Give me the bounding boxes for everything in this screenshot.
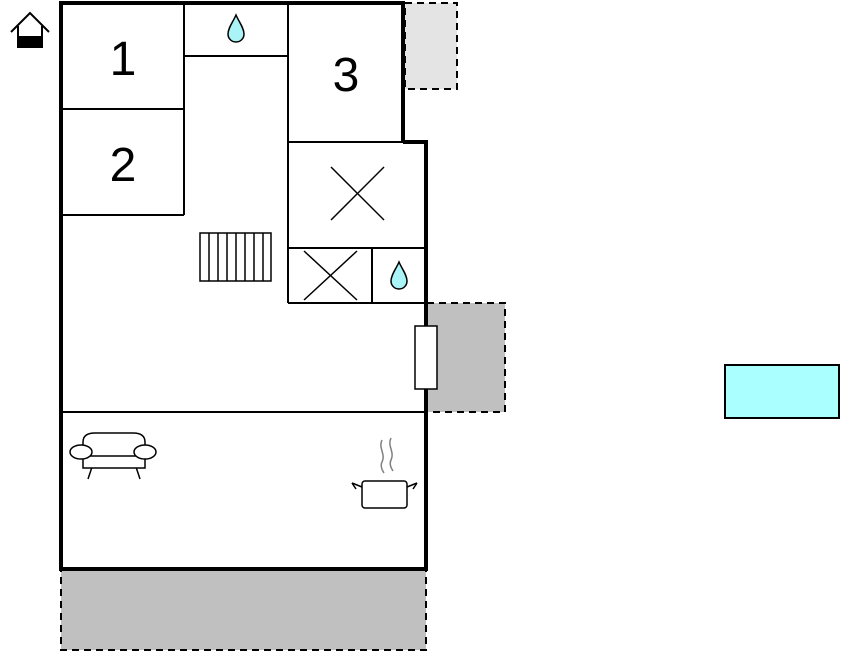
crossed-storage-icon <box>303 250 358 301</box>
stairs-icon <box>199 232 272 282</box>
interior-walls <box>61 3 426 413</box>
terrace-side <box>426 302 506 413</box>
sofa-icon <box>69 432 157 480</box>
room-2-label: 2 <box>110 139 137 192</box>
pool <box>724 364 840 419</box>
outer-wall <box>59 1 428 571</box>
crossed-storage-icon <box>330 166 385 221</box>
water-drop-icon <box>390 260 408 290</box>
water-drop-icon <box>227 13 245 43</box>
house-entrance-icon <box>10 11 50 48</box>
terrace-bottom <box>60 569 427 651</box>
terrace-small <box>404 2 458 90</box>
room-1-label: 1 <box>110 33 137 86</box>
cooking-pot-icon <box>351 437 418 509</box>
door-panel <box>414 325 438 390</box>
room-3-label: 3 <box>333 49 360 102</box>
